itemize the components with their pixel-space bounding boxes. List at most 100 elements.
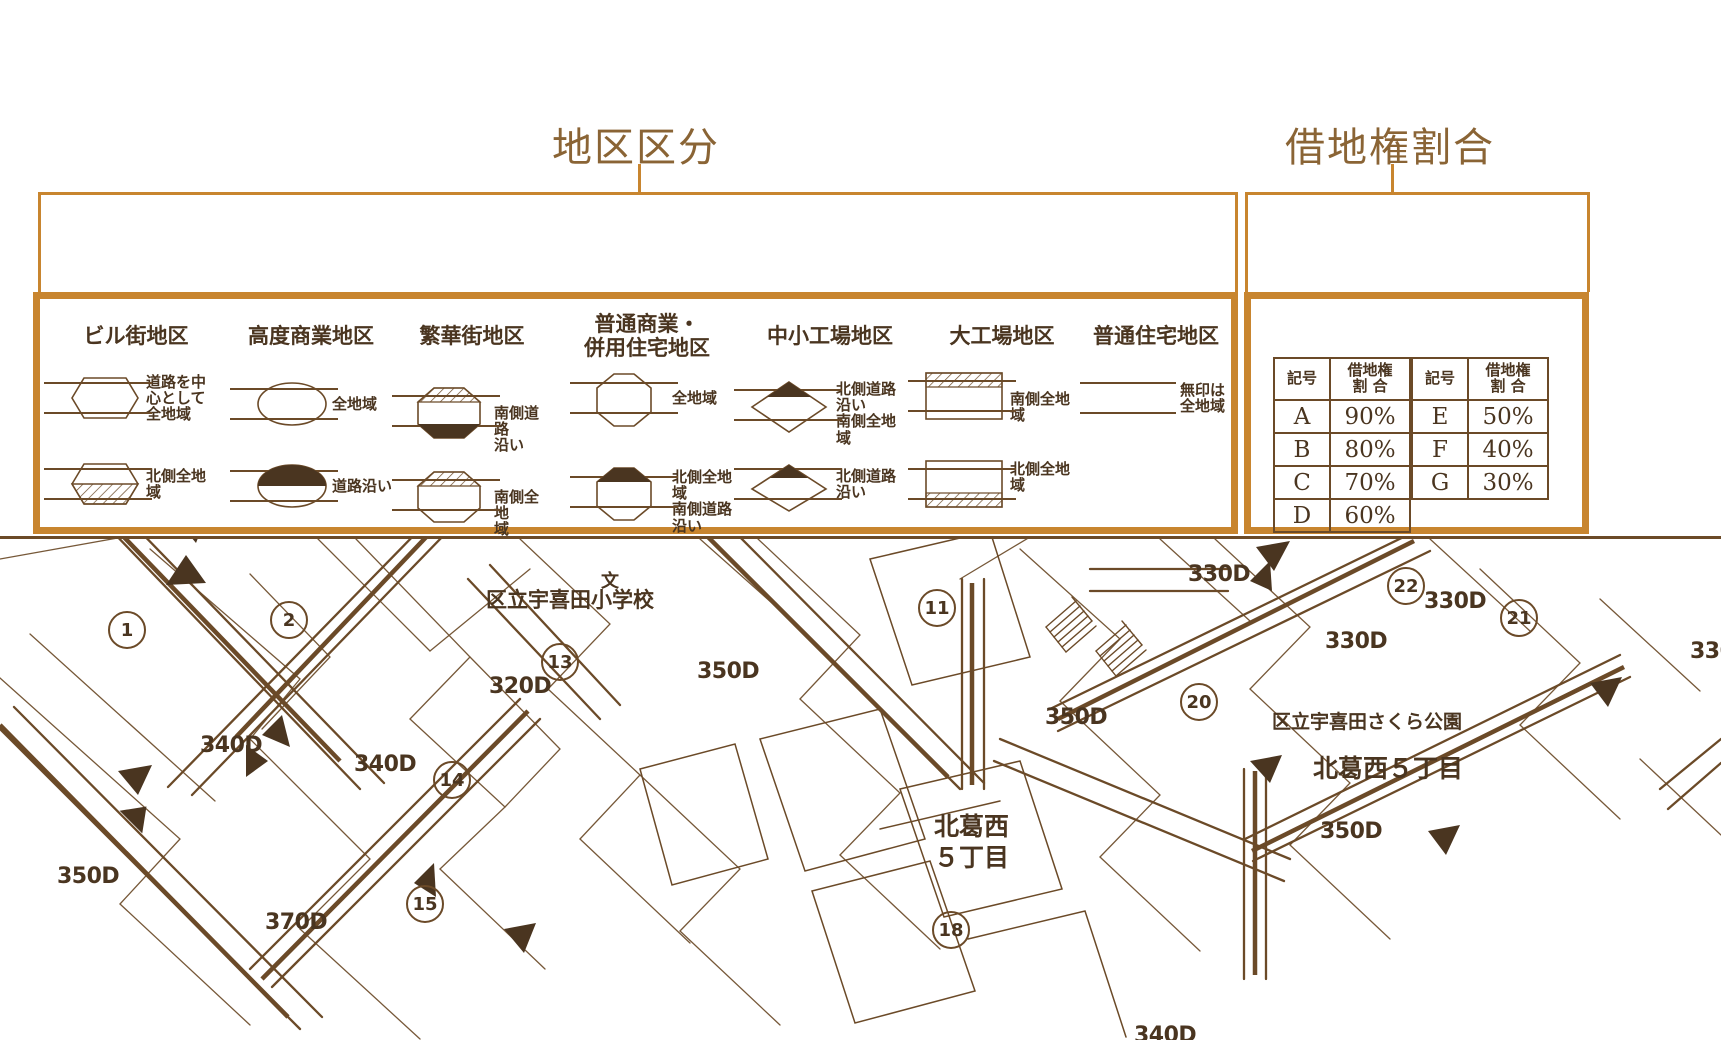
price-label-350d: 350D — [697, 659, 760, 684]
circle-outline-icon — [570, 369, 678, 427]
cell-symbol: C — [1273, 465, 1331, 500]
price-label-350d-3: 350D — [1045, 705, 1108, 730]
legend-column-chushokojo: 中小工場地区 北側道路 沿い 南側全地 域 — [734, 307, 920, 533]
legend-entry: 北側全地 域 南側道路 沿い — [570, 451, 733, 535]
table-row: C 70% — [1273, 465, 1411, 500]
legend-entry: 全地域 — [230, 375, 378, 433]
legend-column-header: 大工場地区 — [949, 324, 1055, 348]
column-header-ratio: 借地権 割 合 — [1329, 357, 1411, 401]
legend-column-header: 普通商業・ 併用住宅地区 — [584, 312, 710, 360]
legend-entry-label: 道路沿い — [332, 476, 393, 495]
cell-ratio: 40% — [1467, 432, 1549, 467]
bracket-left-arm — [1245, 192, 1248, 292]
cell-symbol: F — [1411, 432, 1469, 467]
legend-entry-label: 北側全地 域 南側道路 沿い — [672, 468, 733, 535]
school-map-symbol: 文 — [601, 571, 619, 592]
legend-entry: 道路を中 心として 全地域 — [44, 369, 206, 427]
price-label-330d-2: 330D — [1424, 589, 1487, 614]
price-label-370d: 370D — [265, 910, 328, 935]
legend-entry: 北側道路 沿い — [734, 455, 897, 513]
leasehold-table-right: 記号 借地権 割 合 E 50% F 40% G 30% — [1411, 357, 1549, 500]
block-number-1[interactable]: 1 — [108, 611, 146, 649]
route-price-map-canvas[interactable]: 1 2 11 13 14 15 18 20 21 22 320D 350D 34… — [0, 536, 1721, 1040]
block-number-22[interactable]: 22 — [1387, 567, 1425, 605]
map-linework — [0, 539, 1721, 1040]
price-label-330d: 330D — [1188, 562, 1251, 587]
price-label-340d: 340D — [200, 733, 263, 758]
cell-ratio: 70% — [1329, 465, 1411, 500]
leasehold-bracket — [1245, 164, 1590, 292]
block-number-21[interactable]: 21 — [1500, 599, 1538, 637]
cell-symbol: E — [1411, 399, 1469, 434]
leasehold-section-title: 借地権割合 — [1285, 125, 1495, 171]
price-label-320d: 320D — [489, 674, 552, 699]
hexagon-outline-icon — [44, 369, 152, 427]
price-label-350d-4: 350D — [1320, 819, 1383, 844]
leasehold-table-left: 記号 借地権 割 合 A 90% B 80% C 70% D 60% — [1273, 357, 1411, 533]
legend-column-futsushogyo: 普通商業・ 併用住宅地区 全地域 北側全地 — [552, 307, 742, 535]
diamond-top-filled-icon — [734, 376, 842, 434]
district-bracket — [38, 164, 1238, 292]
legend-column-bilgai: ビル街地区 道路を中 心として 全地域 — [44, 307, 226, 533]
rect-top-hatched-icon — [908, 367, 1016, 425]
legend-entry: 無印は 全地域 — [1080, 369, 1225, 427]
block-number-13[interactable]: 13 — [541, 643, 579, 681]
block-number-18[interactable]: 18 — [932, 911, 970, 949]
block-number-2[interactable]: 2 — [270, 601, 308, 639]
octagon-top-hatched-bottom-filled-icon — [392, 382, 500, 440]
block-number-20[interactable]: 20 — [1180, 683, 1218, 721]
legend-entry-label: 北側全地 域 — [1010, 459, 1071, 494]
table-row: F 40% — [1411, 432, 1549, 467]
price-label-340d-bottom: 340D — [1134, 1023, 1197, 1040]
diamond-top-filled-small-icon — [734, 455, 842, 513]
cell-symbol: A — [1273, 399, 1331, 434]
hexagon-half-hatched-icon — [44, 455, 152, 513]
legend-entry: 北側道路 沿い 南側全地 域 — [734, 365, 896, 446]
block-number-11[interactable]: 11 — [918, 589, 956, 627]
block-number-14[interactable]: 14 — [433, 761, 471, 799]
legend-entry-label: 南側全地 域 — [1010, 389, 1071, 424]
table-row: D 60% — [1273, 498, 1411, 533]
legend-entry: 道路沿い — [230, 457, 393, 515]
legend-entry-label: 北側道路 沿い — [836, 466, 897, 501]
district-section-title: 地区区分 — [552, 125, 720, 171]
legend-entry-label: 全地域 — [332, 394, 378, 413]
column-header-symbol: 記号 — [1273, 357, 1331, 401]
bracket-stem — [638, 164, 641, 192]
bracket-right-arm — [1587, 192, 1590, 292]
bracket-left-arm — [38, 192, 41, 292]
legend-entry-label: 全地域 — [672, 388, 718, 407]
cell-ratio: 60% — [1329, 498, 1411, 533]
legend-entry: 南側全地 域 — [392, 453, 552, 539]
ellipse-outline-icon — [230, 375, 338, 433]
leasehold-legend-panel: 記号 借地権 割 合 A 90% B 80% C 70% D 60% 記号 — [1244, 292, 1589, 534]
rect-bottom-hatched-icon — [908, 455, 1016, 513]
octagon-top-hatched-icon — [392, 466, 500, 524]
legend-column-header: 中小工場地区 — [767, 324, 893, 348]
bracket-top-line — [38, 192, 1238, 195]
district-legend-panel: ビル街地区 道路を中 心として 全地域 — [33, 292, 1238, 537]
cell-symbol: B — [1273, 432, 1331, 467]
legend-entry: 全地域 — [570, 369, 718, 427]
legend-entry-label: 南側全地 域 — [494, 488, 540, 539]
price-label-330d-edge: 330D — [1690, 639, 1721, 664]
table-header-row: 記号 借地権 割 合 — [1411, 357, 1549, 401]
legend-column-daikojo: 大工場地区 南側全地 域 — [908, 307, 1092, 533]
cell-ratio: 90% — [1329, 399, 1411, 434]
place-label-ukita-sakura-park: 区立宇喜田さくら公園 — [1272, 711, 1463, 733]
cell-symbol: G — [1411, 465, 1469, 500]
price-label-340d-2: 340D — [354, 752, 417, 777]
legend-entry: 北側全地 域 — [44, 455, 207, 513]
legend-entry-label: 無印は 全地域 — [1180, 380, 1226, 415]
legend-entry-label: 北側全地 域 — [146, 466, 207, 501]
plain-road-lines-icon — [1080, 369, 1176, 427]
table-row: B 80% — [1273, 432, 1411, 467]
bracket-right-arm — [1235, 192, 1238, 292]
cell-ratio: 50% — [1467, 399, 1549, 434]
cell-symbol: D — [1273, 498, 1331, 533]
block-number-15[interactable]: 15 — [406, 885, 444, 923]
bracket-top-line — [1245, 192, 1590, 195]
legend-column-header: 繁華街地区 — [419, 324, 525, 348]
legend-entry: 南側全地 域 — [908, 367, 1071, 425]
